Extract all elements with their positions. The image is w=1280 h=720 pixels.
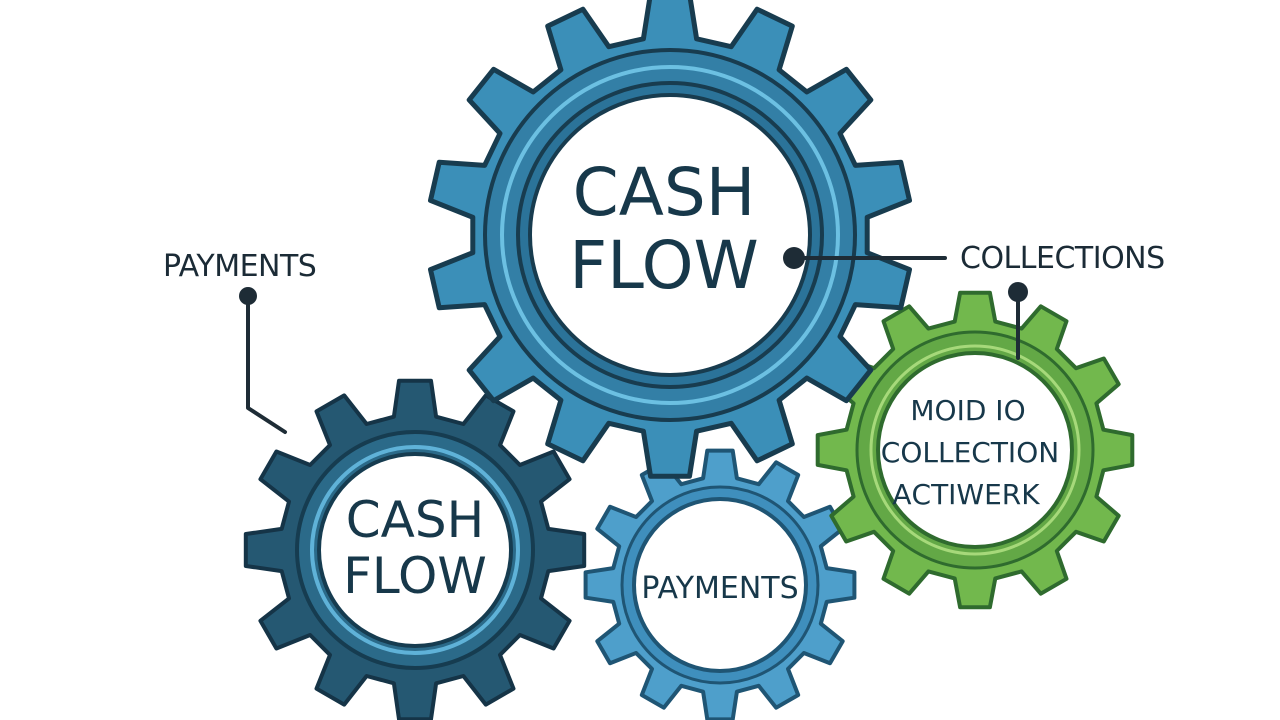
gear-green-hub xyxy=(876,351,1074,549)
gear-green-text-1: MOID ΙO xyxy=(910,394,1025,427)
payments-connector xyxy=(239,287,287,434)
gear-main-hub xyxy=(528,93,812,377)
gear-green-text-3: ΑCTIWERK xyxy=(892,478,1040,511)
gear-green: MOID ΙO COLLECTION ΑCTIWERK xyxy=(815,290,1135,610)
gear-main-ring-groove xyxy=(500,65,840,405)
gear-small-text: PAYMENTS xyxy=(641,571,798,606)
gear-dark-text-2: FLOW xyxy=(343,547,487,605)
gear-dark-text-1: CASH xyxy=(346,491,484,549)
gear-green-ring-inner xyxy=(869,344,1081,556)
collections-label: COLLECTIONS xyxy=(960,241,1165,276)
payments-label: PAYMENTS xyxy=(163,249,316,284)
collections-connector xyxy=(783,247,1028,360)
gear-main-text-2: FLOW xyxy=(569,227,759,304)
gear-green-text-2: COLLECTION xyxy=(881,436,1059,469)
payments-leader-line xyxy=(246,296,287,434)
collections-dot-right xyxy=(1008,282,1028,302)
gear-dark-hub xyxy=(317,452,513,648)
gear-small: PAYMENTS xyxy=(583,448,857,720)
payments-dot xyxy=(239,287,257,305)
gear-main: CASH FLOW xyxy=(428,0,912,479)
gear-main-text-1: CASH xyxy=(573,154,756,231)
collections-dot-left xyxy=(783,247,805,269)
gear-dark: CASH FLOW xyxy=(243,378,587,720)
gear-small-hub xyxy=(632,497,808,673)
gear-dark-ring-inner xyxy=(310,445,520,655)
